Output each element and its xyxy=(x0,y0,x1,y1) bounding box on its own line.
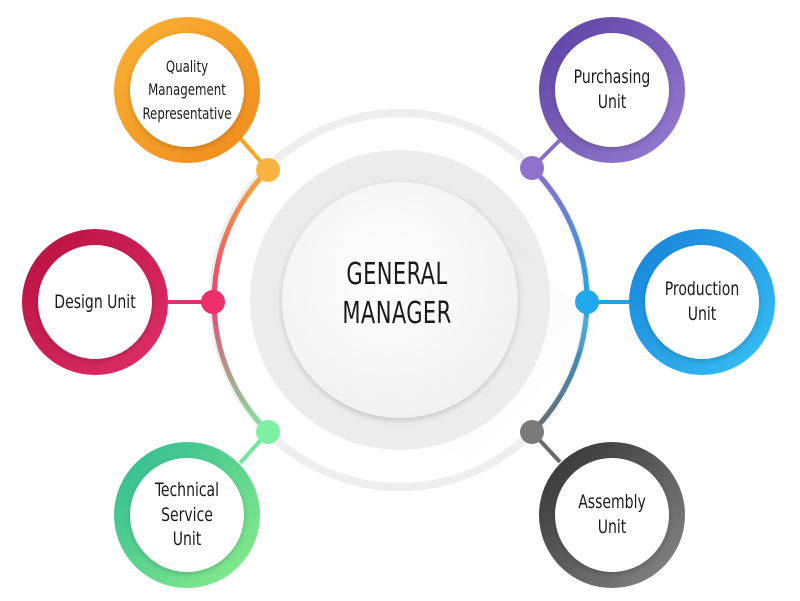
node-quality xyxy=(114,17,260,163)
connectors xyxy=(150,136,650,465)
connector-dot-assembly xyxy=(520,420,544,444)
general-manager-text: GENERAL MANAGER xyxy=(342,257,452,331)
quality-label: Quality Management Representative xyxy=(130,35,245,145)
connector-dot-quality xyxy=(256,158,280,182)
technical-line1: Technical xyxy=(154,478,220,501)
assembly-label: Assembly Unit xyxy=(555,460,670,570)
design-label: Design Unit xyxy=(38,247,153,357)
quality-line3: Representative xyxy=(142,103,232,123)
node-design xyxy=(22,229,168,375)
center-disc xyxy=(250,150,600,460)
connector-dot-production xyxy=(575,290,599,314)
assembly-line1: Assembly xyxy=(578,491,646,514)
node-assembly xyxy=(539,442,685,588)
quality-line1: Quality xyxy=(165,57,209,77)
connector-dot-design xyxy=(201,290,225,314)
connector-dot-purchasing xyxy=(520,156,544,180)
purchasing-line2: Unit xyxy=(597,91,627,113)
technical-line2: Service xyxy=(161,503,213,526)
technical-line3: Unit xyxy=(172,528,202,551)
node-technical xyxy=(114,442,260,588)
assembly-line2: Unit xyxy=(597,516,627,538)
production-line1: Production xyxy=(664,278,740,301)
node-production xyxy=(629,229,775,375)
design-line1: Design Unit xyxy=(54,290,136,313)
connector-dot-technical xyxy=(256,420,280,444)
center-label: GENERAL MANAGER xyxy=(292,257,503,331)
node-purchasing xyxy=(539,17,685,163)
purchasing-line1: Purchasing xyxy=(573,66,651,89)
purchasing-label: Purchasing Unit xyxy=(555,35,670,145)
technical-label: Technical Service Unit xyxy=(130,460,245,570)
quality-line2: Management xyxy=(148,80,226,100)
production-line2: Unit xyxy=(687,303,717,325)
production-label: Production Unit xyxy=(645,247,760,357)
